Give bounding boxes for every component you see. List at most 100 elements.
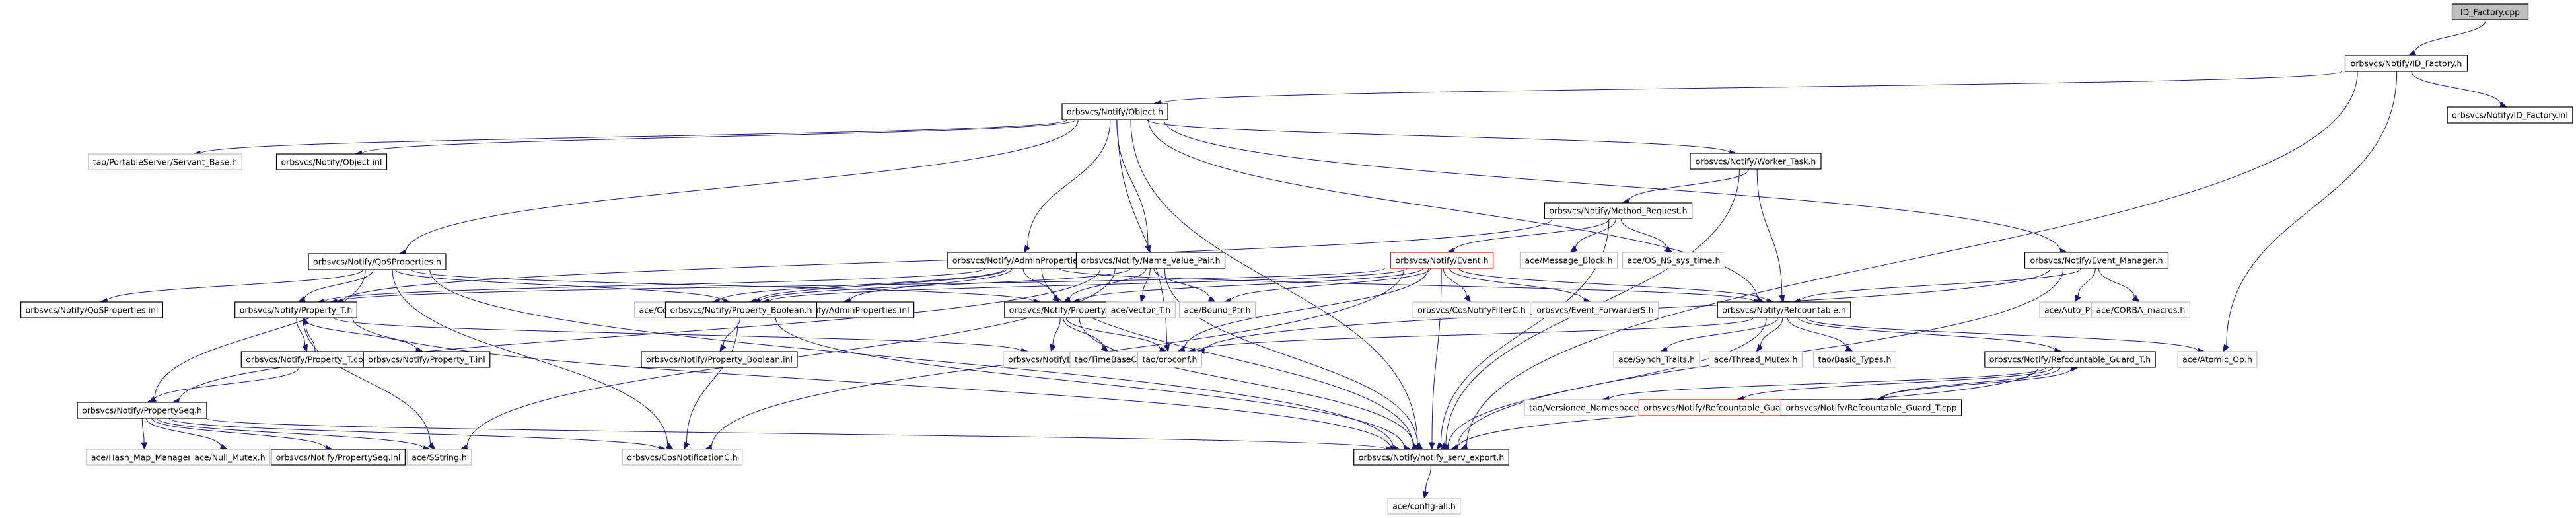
edge-line xyxy=(1065,317,1161,350)
node-box xyxy=(664,301,818,318)
node-message-block[interactable]: ace/Message_Block.h xyxy=(1519,252,1618,269)
node-label: orbsvcs/Notify/Name_Value_Pair.h xyxy=(1081,256,1220,266)
node-box xyxy=(1812,351,1897,368)
node-idf-h[interactable]: orbsvcs/Notify/ID_Factory.h xyxy=(2344,55,2468,72)
node-qos-inl[interactable]: orbsvcs/Notify/QoSProperties.inl xyxy=(20,301,164,318)
arrowhead-icon xyxy=(1422,490,1429,500)
edge-line xyxy=(1760,317,1783,347)
arrowhead-icon xyxy=(2222,344,2230,353)
node-worker-task[interactable]: orbsvcs/Notify/Worker_Task.h xyxy=(1690,153,1822,170)
node-config-all[interactable]: ace/config-all.h xyxy=(1387,498,1461,515)
edge-event_h-to-bound_ptr xyxy=(1223,268,1431,304)
edge-line xyxy=(1798,317,2056,351)
edge-object_h-to-admin_h xyxy=(1023,119,1111,254)
node-refcountable-h[interactable]: orbsvcs/Notify/Refcountable.h xyxy=(1717,301,1851,318)
edge-property_t_h-to-property_t_cpp xyxy=(296,317,308,353)
arrowhead-icon xyxy=(1139,294,1146,303)
node-box xyxy=(189,449,271,466)
edge-property_boolean_h-to-cos_notification_c xyxy=(684,317,739,451)
node-cos-notify-filter[interactable]: orbsvcs/CosNotifyFilterC.h xyxy=(1412,301,1531,318)
arrowhead-icon xyxy=(1779,294,1785,303)
edge-line xyxy=(157,418,425,449)
node-label: orbsvcs/Notify/Event.h xyxy=(1395,256,1488,266)
edge-qos_h-to-property_t_h xyxy=(297,269,374,303)
node-label: ace/OS_NS_sys_time.h xyxy=(1628,256,1721,266)
edge-line xyxy=(1194,317,1754,352)
node-label: orbsvcs/Notify/notify_serv_export.h xyxy=(1359,453,1505,462)
node-box xyxy=(1075,252,1226,269)
node-property-t-cpp[interactable]: orbsvcs/Notify/Property_T.cpp xyxy=(240,351,374,368)
node-method-request[interactable]: orbsvcs/Notify/Method_Request.h xyxy=(1544,202,1693,219)
edge-property_t_h-to-sstring xyxy=(303,317,436,450)
edge-line xyxy=(1052,317,1061,346)
node-event-manager[interactable]: orbsvcs/Notify/Event_Manager.h xyxy=(2024,252,2169,269)
edge-notify_serv_export-to-config_all xyxy=(1422,464,1431,500)
edge-line xyxy=(1063,317,1104,348)
node-synch-traits[interactable]: ace/Synch_Traits.h xyxy=(1613,351,1700,368)
edge-line xyxy=(1230,268,1431,301)
node-idf-inl[interactable]: orbsvcs/Notify/ID_Factory.inl xyxy=(2447,106,2573,124)
node-refguard-h[interactable]: orbsvcs/Notify/Refcountable_Guard_T.h xyxy=(1984,351,2156,368)
node-propertyseq-h[interactable]: orbsvcs/Notify/PropertySeq.h xyxy=(77,402,207,419)
node-label: ace/Null_Mutex.h xyxy=(194,453,265,462)
node-label: orbsvcs/Notify/Refcountable_Guard_T.cpp xyxy=(1785,403,1956,413)
node-property-t-h[interactable]: orbsvcs/Notify/Property_T.h xyxy=(234,301,357,318)
edge-method_request-to-os_ns_sys_time xyxy=(1620,218,1673,253)
node-basic-types[interactable]: tao/Basic_Types.h xyxy=(1812,351,1897,368)
node-orbconf[interactable]: tao/orbconf.h xyxy=(1137,351,1203,368)
node-property-h[interactable]: orbsvcs/Notify/Property.h xyxy=(1004,301,1118,318)
node-box xyxy=(406,449,472,466)
edge-object_h-to-qos_h xyxy=(398,119,1079,256)
edge-line xyxy=(1449,268,1585,301)
node-refguard-cpp[interactable]: orbsvcs/Notify/Refcountable_Guard_T.cpp xyxy=(1780,399,1962,416)
node-object-h[interactable]: orbsvcs/Notify/Object.h xyxy=(1061,103,1168,120)
node-os-ns-sys-time[interactable]: ace/OS_NS_sys_time.h xyxy=(1622,252,1726,269)
node-bound-ptr[interactable]: ace/Bound_Ptr.h xyxy=(1178,301,1256,318)
node-servant-base[interactable]: tao/PortableServer/Servant_Base.h xyxy=(88,153,242,170)
edge-line xyxy=(106,269,363,302)
edge-idf_h-to-object_h xyxy=(1153,71,2342,107)
node-object-inl[interactable]: orbsvcs/Notify/Object.inl xyxy=(275,153,388,170)
node-box xyxy=(1387,498,1461,515)
node-atomic-op[interactable]: ace/Atomic_Op.h xyxy=(2177,351,2258,368)
node-label: ace/Auto_Ptr.h xyxy=(2044,305,2104,315)
node-property-t-inl[interactable]: orbsvcs/Notify/Property_T.inl xyxy=(363,351,491,368)
node-propertyseq-inl[interactable]: orbsvcs/Notify/PropertySeq.inl xyxy=(271,449,406,466)
node-label: ace/Thread_Mutex.h xyxy=(1714,355,1798,365)
node-qos-h[interactable]: orbsvcs/Notify/QoSProperties.h xyxy=(308,253,447,270)
edge-line xyxy=(154,269,366,399)
node-admin-h[interactable]: orbsvcs/Notify/AdminProperties.h xyxy=(947,252,1095,269)
arrowhead-icon xyxy=(1163,344,1170,353)
node-versioned-ns[interactable]: tao/Versioned_Namespace.h xyxy=(1524,399,1652,416)
node-box xyxy=(363,351,491,368)
node-sstring[interactable]: ace/SString.h xyxy=(406,449,472,466)
arrowhead-icon xyxy=(1664,246,1673,253)
node-nvp-h[interactable]: orbsvcs/Notify/Name_Value_Pair.h xyxy=(1075,252,1226,269)
edge-root-to-idf_h xyxy=(2408,19,2487,56)
node-null-mutex[interactable]: ace/Null_Mutex.h xyxy=(189,449,271,466)
arrowhead-icon xyxy=(427,442,436,450)
edge-line xyxy=(1153,268,1210,299)
node-property-boolean-h[interactable]: orbsvcs/Notify/Property_Boolean.h xyxy=(664,301,818,318)
edge-line xyxy=(1027,119,1111,247)
edge-property_boolean_h-to-notify_serv_export xyxy=(775,317,1412,451)
node-thread-mutex[interactable]: ace/Thread_Mutex.h xyxy=(1709,351,1803,368)
node-notify-serv-export[interactable]: orbsvcs/Notify/notify_serv_export.h xyxy=(1353,449,1509,466)
edge-line xyxy=(775,317,1405,448)
node-vector-t[interactable]: ace/Vector_T.h xyxy=(1106,301,1176,318)
node-box xyxy=(1544,202,1693,219)
node-property-boolean-inl[interactable]: orbsvcs/Notify/Property_Boolean.inl xyxy=(641,351,798,368)
node-corba-macros[interactable]: ace/CORBA_macros.h xyxy=(2091,301,2190,318)
edge-line xyxy=(1164,268,1418,446)
node-event-h[interactable]: orbsvcs/Notify/Event.h xyxy=(1390,252,1494,269)
edge-line xyxy=(151,418,326,449)
edge-refguard_h-to-refguard_cpp xyxy=(1876,367,2061,402)
node-event-forwarder[interactable]: orbsvcs/Event_ForwarderS.h xyxy=(1531,301,1659,318)
edge-line xyxy=(1431,268,1442,443)
node-hash-map-manager[interactable]: ace/Hash_Map_Manager.h xyxy=(86,449,203,466)
node-label: orbsvcs/Notify/Property_T.inl xyxy=(368,355,485,365)
edge-line xyxy=(341,218,1553,302)
node-label: tao/Versioned_Namespace.h xyxy=(1529,403,1647,413)
node-cos-notification-c[interactable]: orbsvcs/CosNotificationC.h xyxy=(622,449,743,466)
edge-line xyxy=(178,268,1101,402)
